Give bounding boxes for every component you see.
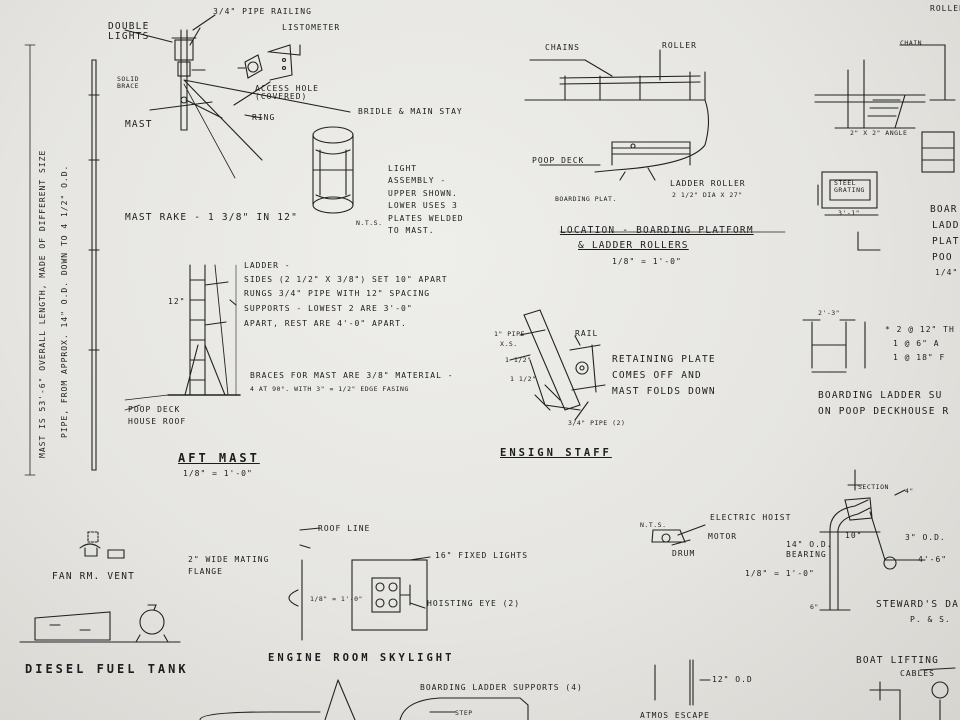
ring-label: RING: [252, 113, 276, 122]
right-side-details: [651, 44, 956, 611]
step-label: STEP: [455, 709, 473, 717]
mast-pipe-note: PIPE, FROM APPROX. 14" O.D. DOWN TO 4 1/…: [60, 164, 69, 438]
cables-label: CABLES: [900, 669, 935, 678]
mast-rake-label: MAST RAKE - 1 3/8" IN 12": [125, 212, 298, 223]
access-hole-label: ACCESS HOLE (COVERED): [255, 84, 319, 101]
stewards-label: STEWARD'S DA: [876, 599, 960, 610]
braces-label: BRACES FOR MAST ARE 3/8" MATERIAL -: [250, 371, 454, 380]
drum-label: DRUM: [672, 549, 696, 558]
board-fragment: BOAR: [930, 204, 958, 215]
dim-4: 4": [905, 487, 914, 495]
boarding-platform-title-1: LOCATION - BOARDING PLATFORM: [560, 225, 754, 236]
dim-2-3: 2'-3": [818, 309, 841, 317]
atmos-escape-label: ATMOS ESCAPE: [640, 711, 710, 720]
ladder-apart-label: APART, REST ARE 4'-0" APART.: [244, 319, 407, 328]
note-3: 1 @ 18" F: [893, 353, 946, 362]
poo-fragment: POO: [932, 252, 953, 263]
electric-hoist-label: ELECTRIC HOIST: [710, 513, 792, 522]
boarding-platform-scale: 1/8" = 1'-0": [612, 257, 682, 266]
section-label: SECTION: [858, 483, 889, 491]
mast-folds-label: MAST FOLDS DOWN: [612, 386, 716, 397]
braces-label-2: 4 AT 90°. WITH 3" = 1/2" EDGE FASING: [250, 385, 409, 393]
mating-flange-label: 2" WIDE MATING FLANGE: [188, 555, 270, 576]
angle-label: 2" X 2" ANGLE: [850, 129, 908, 137]
fan-vent-label: FAN RM. VENT: [52, 571, 136, 582]
engine-room-skylight-title: ENGINE ROOM SKYLIGHT: [268, 652, 455, 664]
aft-mast-drawing: [24, 14, 354, 476]
ladder-sides-label: SIDES (2 1/2" X 3/8") SET 10" APART: [244, 275, 448, 284]
boarding-platform-title-2: & LADDER ROLLERS: [578, 240, 689, 251]
ensign-pipe-2-label: 3/4" PIPE (2): [568, 419, 626, 427]
listometer-label: LISTOMETER: [282, 23, 341, 32]
ensign-pipe-label: 1" PIPE: [494, 330, 525, 338]
retaining-plate-label: RETAINING PLATE: [612, 354, 716, 365]
ladder-roller-size: 2 1/2" DIA X 27": [672, 191, 743, 199]
boarding-ladder-label-1: BOARDING LADDER SU: [818, 390, 943, 401]
boat-lifting-label: BOAT LIFTING: [856, 655, 940, 666]
poop-deck-label: POOP DECK: [532, 156, 585, 165]
skylight-scale: 1/8" = 1'-0": [310, 595, 363, 603]
steel-grating-label: STEEL GRATING: [834, 179, 865, 194]
hoist-scale: 1/8" = 1'-0": [745, 569, 815, 578]
dim-10: 10": [845, 531, 863, 540]
boarding-ladder-supports-label: BOARDING LADDER SUPPORTS (4): [420, 683, 583, 692]
mast-length-note: MAST IS 53'-6" OVERALL LENGTH, MADE OF D…: [38, 149, 47, 458]
dim-3-1: 3'-1": [838, 209, 861, 217]
nts-label-light: N.T.S.: [356, 219, 383, 227]
roller-label: ROLLER: [662, 41, 697, 50]
poop-deck-roof-label: POOP DECK HOUSE ROOF: [128, 405, 187, 426]
ensign-staff-title: ENSIGN STAFF: [500, 447, 612, 459]
double-lights-label: DOUBLE LIGHTS: [108, 21, 150, 42]
hoist-nts: N.T.S.: [640, 521, 667, 529]
bridle-label: BRIDLE & MAIN STAY: [358, 107, 463, 116]
scale-fragment: 1/4": [935, 268, 959, 277]
aft-mast-scale: 1/8" = 1'-0": [183, 469, 253, 478]
note-2: 1 @ 6" A: [893, 339, 940, 348]
ensign-dim-1: 1 1/2": [505, 356, 532, 364]
plat-fragment: PLAT: [932, 236, 960, 247]
boarding-plat-label: BOARDING PLAT.: [555, 195, 617, 203]
dim-4-6: 4'-6": [918, 555, 948, 564]
pipe-railing-label: 3/4" PIPE RAILING: [213, 7, 312, 16]
ladder-roller-label: LADDER ROLLER: [670, 179, 746, 188]
aft-mast-title: AFT MAST: [178, 451, 260, 465]
ladd-fragment: LADD: [932, 220, 960, 231]
dim-3-od: 3" O.D.: [905, 533, 946, 542]
roof-line-label: ROOF LINE: [318, 524, 371, 533]
comes-off-label: COMES OFF AND: [612, 370, 702, 381]
dim-12-label: 12": [168, 297, 186, 306]
ladder-supports-label: SUPPORTS - LOWEST 2 ARE 3'-0": [244, 304, 413, 313]
chains-label: CHAINS: [545, 43, 580, 52]
ensign-dim-2: 1 1/2": [510, 375, 537, 383]
bearing-label: 14" O.D. BEARING: [786, 540, 833, 560]
dim-6: 6": [810, 603, 819, 611]
ensign-xs-label: X.S.: [500, 340, 518, 348]
fixed-lights-label: 16" FIXED LIGHTS: [435, 551, 529, 560]
boarding-ladder-label-2: ON POOP DECKHOUSE R: [818, 406, 950, 417]
boarding-platform-drawing: [524, 49, 786, 233]
light-assembly-label: LIGHT ASSEMBLY - UPPER SHOWN. LOWER USES…: [388, 164, 464, 235]
chain-label: CHAIN: [900, 39, 923, 47]
note-1: * 2 @ 12" TH: [885, 325, 955, 334]
ladder-label: LADDER -: [244, 261, 291, 270]
mast-label: MAST: [125, 119, 153, 130]
ensign-staff-drawing: [509, 309, 606, 421]
rail-label: RAIL: [575, 329, 599, 338]
solid-brace-label: SOLID BRACE: [117, 75, 140, 90]
od-12-label: 12" O.D: [712, 675, 753, 684]
ladder-rungs-label: RUNGS 3/4" PIPE WITH 12" SPACING: [244, 289, 431, 298]
diesel-fuel-tank-title: DIESEL FUEL TANK: [25, 662, 189, 676]
pe-label: P. & S.: [910, 615, 951, 624]
bottom-details: [19, 527, 956, 720]
hoisting-eye-label: HOISTING EYE (2): [427, 599, 521, 608]
rollers-label: ROLLERS: [930, 4, 960, 13]
motor-label: MOTOR: [708, 532, 738, 541]
